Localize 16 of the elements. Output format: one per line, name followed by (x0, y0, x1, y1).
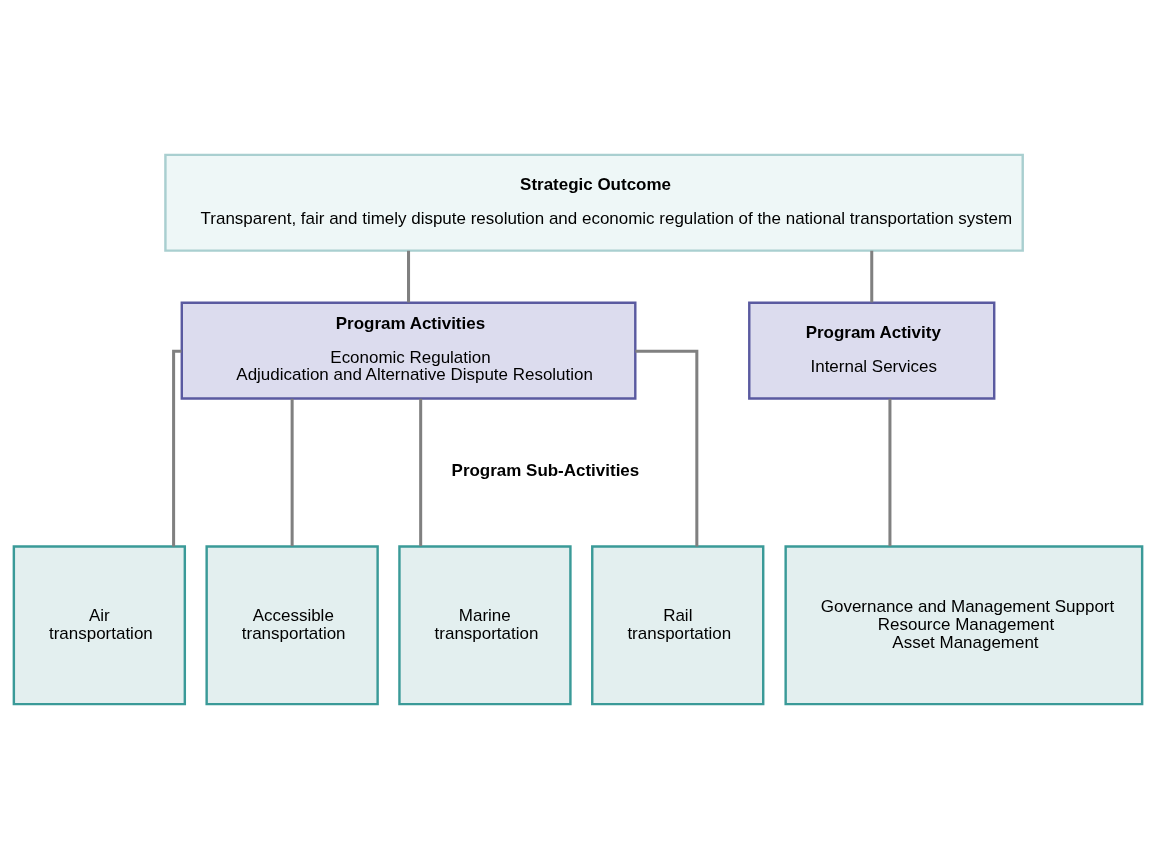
connector (635, 349, 699, 546)
connector (172, 349, 182, 546)
node-box: Marine transportation (398, 544, 572, 705)
connector (290, 398, 294, 546)
node-box: Air transportation (12, 544, 187, 705)
connector (419, 398, 423, 546)
node-box: Rail transportation (591, 544, 765, 705)
connector (870, 250, 874, 302)
connector (407, 250, 411, 302)
label: Program Sub-Activities (451, 460, 640, 480)
node-box: Program Activities Economic Regulation Adjudication and Alternative Dispute Resolution (180, 301, 637, 400)
node-box: Program Activity Internal Services (748, 301, 996, 400)
node-box: Governance and Management Support Resource Management Asset Management (784, 544, 1144, 705)
node-box: Strategic Outcome Transparent, fair and timely dispute resolution and economic regulation of the national transportation system (164, 153, 1024, 252)
node-box: Accessible transportation (205, 544, 379, 705)
connector (888, 398, 892, 546)
